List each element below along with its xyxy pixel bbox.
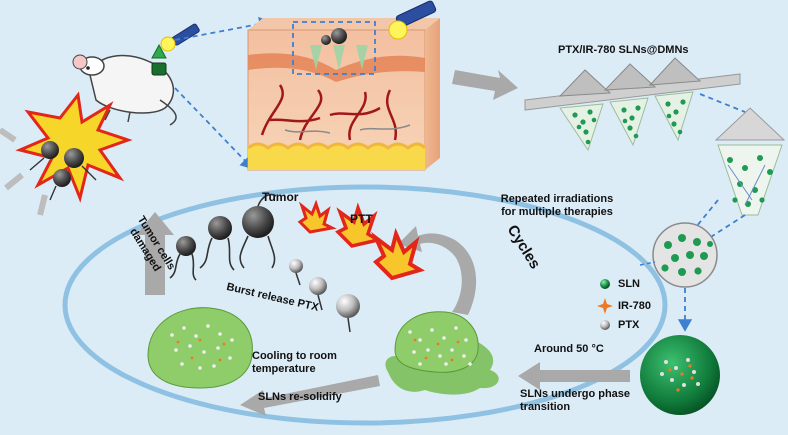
mouse-icon <box>72 43 177 126</box>
flame-icon <box>335 202 383 248</box>
sln-cross-section-illustration <box>652 222 718 288</box>
dashed-arrow <box>174 87 254 170</box>
ptt-label: PTT <box>350 212 373 226</box>
arrow-phase-transition <box>518 362 630 390</box>
tumor-cells-illustration <box>169 193 277 281</box>
arrow-to-damaged-cells <box>136 212 174 295</box>
dashed-line <box>639 261 656 266</box>
cooling-label: Cooling to room temperature <box>252 350 337 375</box>
curved-arrow <box>398 226 477 315</box>
tumor-label: Tumor <box>262 190 299 204</box>
temperature-label: Around 50 °C <box>534 343 604 355</box>
ptt-flame-icons <box>297 199 425 281</box>
legend <box>597 279 613 330</box>
skin-block-illustration <box>247 18 440 171</box>
melted-sln-sphere-illustration <box>640 335 720 415</box>
flashlight-icon <box>388 0 437 40</box>
dashed-line <box>691 199 719 233</box>
green-sphere-icon <box>600 279 610 289</box>
orange-star-icon <box>597 298 613 314</box>
melted-sln-illustration <box>385 311 499 395</box>
grey-sphere-icon <box>600 320 610 330</box>
solid-sln-illustration <box>147 307 253 389</box>
microneedle-patch-illustration <box>524 57 741 152</box>
legend-label-ir780: IR-780 <box>618 300 652 312</box>
zoomed-needle-illustration <box>714 107 786 216</box>
dashed-line <box>699 93 746 113</box>
flame-icon <box>297 199 337 234</box>
legend-label-sln: SLN <box>618 278 640 290</box>
product-label: PTX/IR-780 SLNs@DMNs <box>558 44 689 56</box>
repeated-irradiation-label: Repeated irradiations for multiple thera… <box>500 193 614 218</box>
flame-icon <box>371 227 425 281</box>
damaged-tumor-explosion-illustration <box>0 91 133 216</box>
ptx-particles-illustration <box>289 259 360 333</box>
legend-label-ptx: PTX <box>618 319 640 331</box>
dashed-arrow <box>174 16 272 41</box>
arrow-to-dmn <box>452 70 518 100</box>
arrow-cooling <box>240 375 380 416</box>
phase-transition-label: SLNs undergo phase transition <box>520 388 631 413</box>
resolidify-label: SLNs re-solidify <box>258 391 342 403</box>
cycle-ellipse <box>62 184 668 426</box>
